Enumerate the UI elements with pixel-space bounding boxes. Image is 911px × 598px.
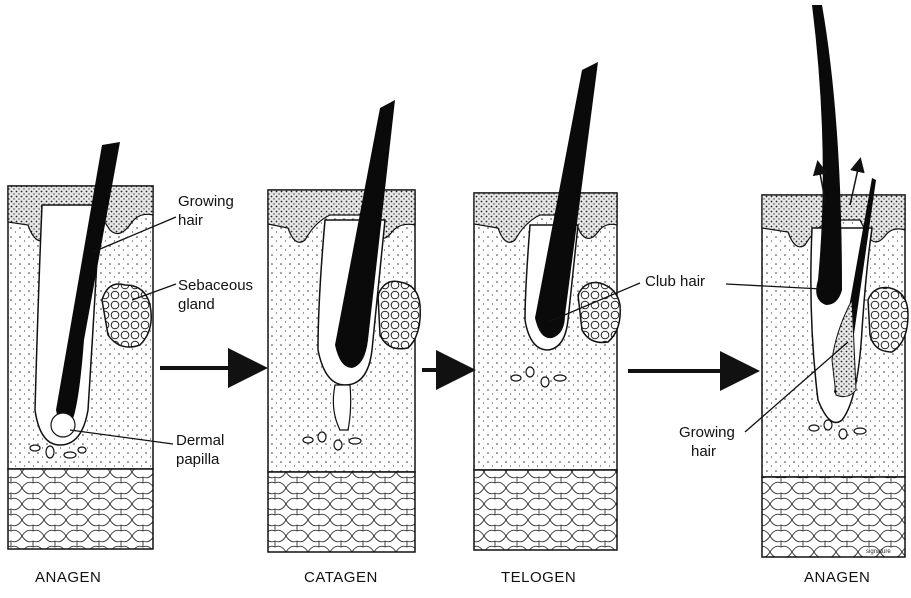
panel-anagen-1 [8,142,176,549]
label-club-hair: Club hair [645,273,705,291]
stage-title-telogen: TELOGEN [501,569,576,586]
panel-anagen-2 [726,5,908,557]
fat-layer [474,470,617,550]
sebaceous-gland [102,284,151,347]
stage-title-catagen: CATAGEN [304,569,378,586]
sebaceous-gland [378,281,420,349]
stage-title-anagen-2: ANAGEN [804,569,870,586]
fat-layer [762,477,905,557]
fat-layer [268,472,415,552]
label-growing-hair2-line1: Growing [679,424,735,442]
label-growing-hair-line1: Growing [178,193,234,211]
fat-layer [8,469,153,549]
label-sebaceous-line1: Sebaceous [178,277,253,295]
sebaceous-gland [578,283,620,343]
sebaceous-gland [868,288,908,353]
stage-title-anagen-1: ANAGEN [35,569,101,586]
label-growing-hair-line2: hair [178,212,203,230]
hair-bulb [51,413,75,437]
label-growing-hair2-line2: hair [691,443,716,461]
label-dermal-line2: papilla [176,451,219,469]
panel-catagen [268,100,420,552]
panel-telogen [474,62,640,550]
artist-signature: signature [866,549,891,555]
label-sebaceous-line2: gland [178,296,215,314]
label-dermal-line1: Dermal [176,432,224,450]
